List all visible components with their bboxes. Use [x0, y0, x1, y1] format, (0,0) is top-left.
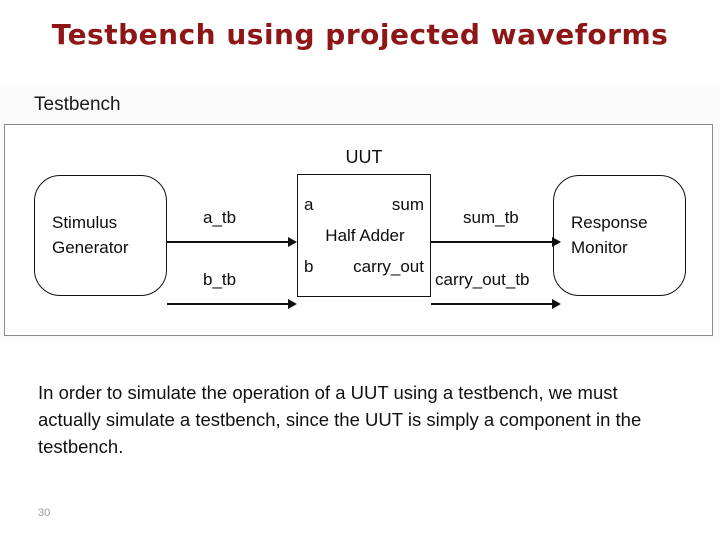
arrow-head-b-tb-icon: [288, 299, 297, 309]
testbench-diagram: Testbench Stimulus Generator Response Mo…: [0, 86, 720, 341]
body-paragraph: In order to simulate the operation of a …: [38, 382, 642, 458]
uut-port-sum: sum: [391, 195, 424, 214]
wire-sum-tb: [431, 241, 553, 243]
wire-b-tb: [167, 303, 289, 305]
signal-label-b-tb: b_tb: [203, 270, 237, 289]
testbench-boundary-box: Stimulus Generator Response Monitor UUT …: [4, 124, 713, 336]
page-number: 30: [38, 507, 51, 519]
diagram-caption-testbench: Testbench: [34, 94, 121, 115]
uut-port-a: a: [304, 195, 314, 214]
wire-a-tb: [167, 241, 289, 243]
block-uut-half-adder: a b sum carry_out Half Adder: [297, 174, 431, 297]
uut-port-carry-out: carry_out: [353, 257, 424, 276]
block-response-monitor-line2: Monitor: [571, 237, 628, 257]
signal-label-carry-out-tb: carry_out_tb: [435, 270, 530, 289]
arrow-head-carry-out-tb-icon: [552, 299, 561, 309]
block-stimulus-generator: Stimulus Generator: [34, 175, 167, 296]
uut-label: UUT: [345, 147, 383, 167]
block-stimulus-generator-line1: Stimulus: [52, 212, 118, 232]
signal-label-a-tb: a_tb: [203, 208, 237, 227]
block-response-monitor-line1: Response: [571, 212, 648, 232]
uut-port-b: b: [304, 257, 314, 276]
arrow-head-sum-tb-icon: [552, 237, 561, 247]
arrow-head-a-tb-icon: [288, 237, 297, 247]
block-stimulus-generator-line2: Generator: [52, 237, 129, 257]
block-response-monitor: Response Monitor: [553, 175, 686, 296]
slide-title: Testbench using projected waveforms: [51, 18, 669, 51]
uut-inner-name: Half Adder: [325, 226, 405, 245]
signal-label-sum-tb: sum_tb: [463, 208, 519, 227]
wire-carry-out-tb: [431, 303, 553, 305]
